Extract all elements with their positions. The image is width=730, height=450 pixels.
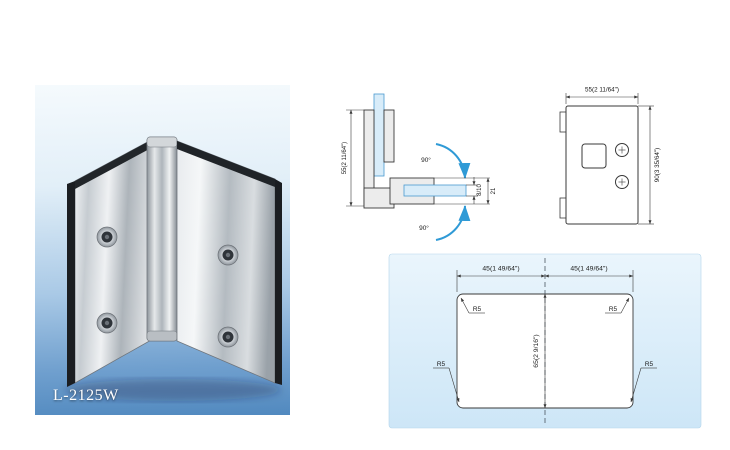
screw-hole-top	[615, 143, 629, 157]
swing-arrow-bottom	[435, 205, 471, 241]
cutout-right-width-label: 45(1 49/64")	[570, 266, 607, 273]
front-view-drawing: 55(2 11/64") 90(3 35/64")	[559, 87, 661, 225]
front-width-dim-label: 55(2 11/64")	[585, 87, 619, 94]
front-plate	[559, 105, 639, 225]
product-photo: L-2125W	[35, 85, 290, 415]
screw-hole-bottom	[615, 175, 629, 189]
side-view-drawing: 90° 90° 55(2 11/64") 8/10 21	[342, 93, 497, 241]
swing-bottom-label: 90°	[419, 224, 429, 232]
radius-label-top-right: R5	[609, 306, 618, 313]
arm-dim	[434, 177, 490, 205]
center-square-hole	[581, 143, 607, 169]
hinge-right-plate	[176, 140, 282, 385]
radius-label-bottom-right: R5	[645, 361, 654, 368]
hinge-shadow	[65, 379, 281, 401]
glass-thickness-label: 8/10	[477, 184, 483, 196]
radius-leaders	[433, 297, 657, 403]
radius-label-bottom-left: R5	[437, 361, 446, 368]
cutout-left-width-label: 45(1 49/64")	[482, 266, 519, 273]
hinge-illustration	[65, 136, 282, 401]
model-label: L-2125W	[53, 387, 119, 404]
glass-thickness-dim	[466, 177, 478, 204]
hinge-knuckle	[146, 136, 178, 342]
hinge-left-plate	[67, 138, 154, 387]
side-profile	[363, 93, 467, 209]
side-height-dim	[346, 109, 364, 207]
swing-top-label: 90°	[421, 156, 431, 164]
glass-cutout-drawing: 45(1 49/64") 45(1 49/64") 65(2 9/16") R5…	[388, 253, 702, 429]
side-height-dim-label: 55(2 11/64")	[342, 142, 348, 174]
front-height-dim-label: 90(3 35/64")	[654, 148, 661, 182]
cutout-height-label: 65(2 9/16")	[533, 334, 540, 367]
front-height-dim	[638, 105, 654, 225]
swing-arrow-top	[435, 143, 471, 179]
front-width-dim	[565, 93, 639, 104]
radius-label-top-left: R5	[473, 306, 482, 313]
arm-offset-label: 21	[491, 187, 497, 194]
cutout-width-dims	[456, 270, 634, 292]
